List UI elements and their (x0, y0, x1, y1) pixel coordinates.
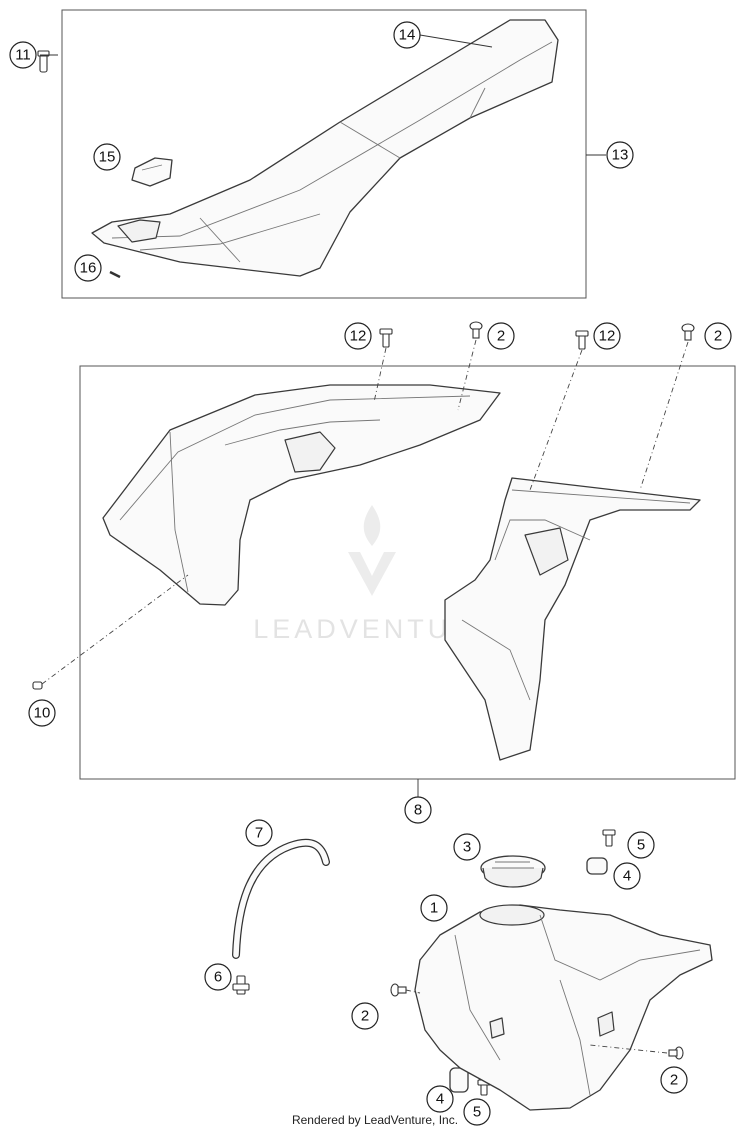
callout-7: 7 (245, 819, 273, 847)
fitting-6 (232, 975, 250, 995)
callout-circle (393, 21, 421, 49)
callout-label: 2 (714, 328, 722, 345)
callout-5: 5 (463, 1098, 491, 1126)
callout-2: 2 (351, 1002, 379, 1030)
callout-circle (420, 894, 448, 922)
callout-circle (344, 322, 372, 350)
fuel-hose (232, 838, 330, 959)
clip-2-right (681, 323, 695, 341)
callout-10: 10 (28, 699, 56, 727)
callout-3: 3 (453, 833, 481, 861)
assembly-line (639, 341, 689, 491)
callout-label: 14 (399, 27, 416, 44)
rubber-bushing-4-top (586, 857, 608, 875)
callout-label: 11 (15, 47, 31, 64)
screw-12-right (575, 330, 589, 350)
pin (109, 270, 121, 279)
footer-credit: Rendered by LeadVenture, Inc. (291, 1113, 459, 1127)
seat-group-frame (61, 9, 587, 299)
callout-label: 7 (255, 825, 263, 842)
callout-16: 16 (74, 254, 102, 282)
assembly-line (405, 989, 421, 994)
callout-12: 12 (344, 322, 372, 350)
callout-label: 8 (414, 802, 422, 819)
screw-11 (37, 50, 50, 73)
seat-clip (131, 157, 173, 187)
callout-circle (351, 1002, 379, 1030)
assembly-line (589, 1044, 668, 1054)
fuel-cap (480, 855, 546, 888)
callout-15: 15 (93, 143, 121, 171)
callout-circle (704, 322, 732, 350)
callout-1: 1 (420, 894, 448, 922)
spoiler-group-frame (79, 365, 736, 780)
callout-circle (660, 1066, 688, 1094)
callout-label: 3 (463, 839, 471, 856)
screw-10 (32, 681, 43, 690)
callout-2: 2 (704, 322, 732, 350)
callout-circle (463, 1098, 491, 1126)
screw-2-tank-left (390, 983, 407, 997)
callout-6: 6 (204, 963, 232, 991)
callout-label: 16 (80, 260, 97, 277)
assembly-line (529, 349, 583, 491)
rubber-bushing-4-bottom (449, 1067, 469, 1093)
callout-label: 4 (623, 868, 631, 885)
callout-label: 12 (350, 328, 367, 345)
callout-14: 14 (393, 21, 421, 49)
callout-label: 5 (473, 1104, 481, 1121)
callout-label: 4 (436, 1091, 444, 1108)
callout-label: 1 (430, 900, 438, 917)
callout-circle (606, 141, 634, 169)
callout-13: 13 (606, 141, 634, 169)
callout-8: 8 (404, 796, 432, 824)
callout-4: 4 (426, 1085, 454, 1113)
assembly-line (373, 347, 387, 403)
callout-circle (204, 963, 232, 991)
callout-4: 4 (613, 862, 641, 890)
callout-label: 13 (612, 147, 629, 164)
callout-12: 12 (593, 322, 621, 350)
left-spoiler (102, 384, 501, 606)
fuel-tank (414, 904, 713, 1111)
assembly-line (457, 339, 477, 411)
callout-label: 6 (214, 969, 222, 986)
screw-12-left (379, 328, 393, 348)
callout-2: 2 (487, 322, 515, 350)
screw-5-top (602, 829, 616, 847)
screw-2-tank-right (668, 1046, 684, 1060)
callout-label: 15 (99, 149, 116, 166)
callout-circle (9, 41, 37, 69)
callout-circle (404, 796, 432, 824)
callout-circle (627, 831, 655, 859)
callout-circle (487, 322, 515, 350)
callout-circle (28, 699, 56, 727)
callout-label: 2 (361, 1008, 369, 1025)
callout-circle (426, 1085, 454, 1113)
callout-circle (453, 833, 481, 861)
right-spoiler (444, 477, 701, 761)
callout-label: 2 (497, 328, 505, 345)
callout-label: 10 (34, 705, 51, 722)
callout-circle (93, 143, 121, 171)
callout-2: 2 (660, 1066, 688, 1094)
callout-label: 2 (670, 1072, 678, 1089)
callout-circle (593, 322, 621, 350)
assembly-line (41, 574, 189, 685)
callout-label: 12 (599, 328, 616, 345)
callout-11: 11 (9, 41, 37, 69)
seat (91, 19, 559, 277)
callout-5: 5 (627, 831, 655, 859)
callout-circle (245, 819, 273, 847)
callout-label: 5 (637, 837, 645, 854)
callout-circle (74, 254, 102, 282)
callout-circle (613, 862, 641, 890)
clip-2-left (469, 321, 483, 339)
